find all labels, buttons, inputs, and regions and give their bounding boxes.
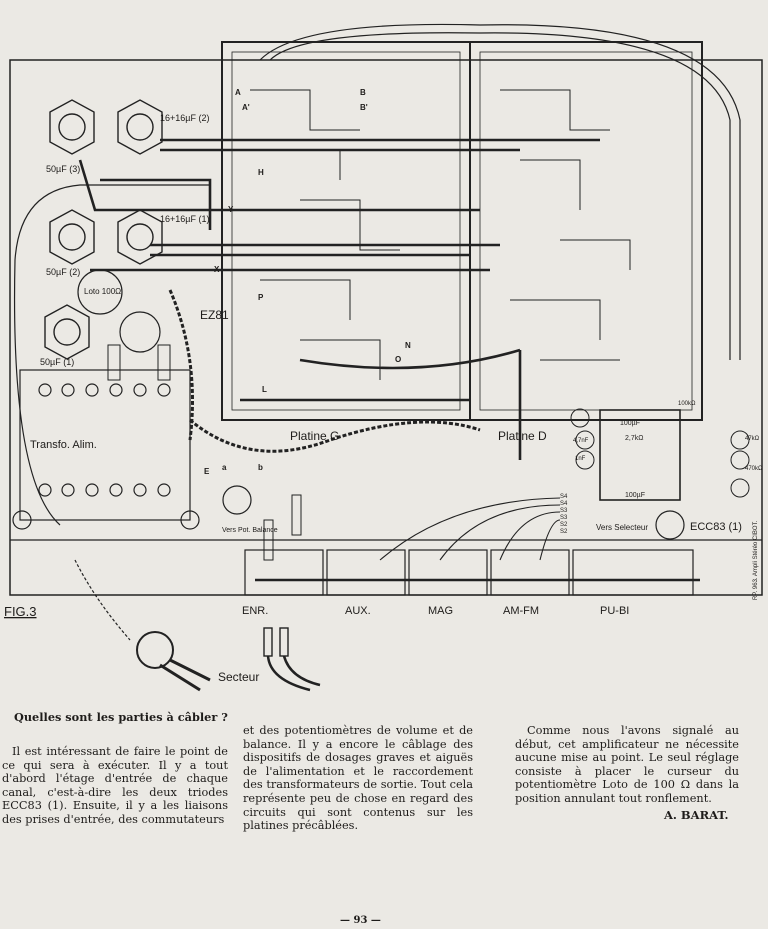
capacitor-16-16uf-2 bbox=[117, 99, 163, 155]
input-label-aux: AUX. bbox=[345, 605, 371, 617]
point-label: a bbox=[222, 463, 227, 472]
point-label: B bbox=[360, 88, 366, 97]
cap-label: 16+16µF (1) bbox=[160, 214, 209, 224]
loto-potentiometer bbox=[77, 269, 123, 315]
point-label: X bbox=[214, 265, 220, 274]
output-plugs-icon bbox=[263, 627, 321, 692]
figure-label: FIG.3 bbox=[4, 604, 37, 619]
secteur-label: Secteur bbox=[218, 670, 259, 684]
cap-label: 50µF (1) bbox=[40, 357, 74, 367]
power-transformer bbox=[19, 369, 191, 521]
author-signature: A. BARAT. bbox=[664, 808, 729, 822]
switch-label: S4 bbox=[560, 494, 568, 500]
page-number: — 93 — bbox=[340, 915, 381, 926]
wiring-diagram: 16+16µF (2) 16+16µF (1) 50µF (3) 50µF (2… bbox=[4, 23, 763, 692]
capacitor-50uf-1 bbox=[44, 304, 90, 360]
transfo-label: Transfo. Alim. bbox=[30, 439, 97, 451]
capacitor-16-16uf-1 bbox=[117, 209, 163, 265]
ecc83-label: ECC83 (1) bbox=[690, 521, 742, 533]
component-label: 1nF bbox=[575, 456, 586, 462]
input-label-am-fm: AM-FM bbox=[503, 605, 539, 617]
capacitor-50uf-2 bbox=[49, 209, 95, 265]
capacitor-50uf-3 bbox=[49, 99, 95, 155]
component-label: 100µF bbox=[620, 420, 640, 427]
component-label: 100kΩ bbox=[678, 401, 696, 407]
point-label: H bbox=[258, 168, 264, 177]
point-label: O bbox=[395, 355, 401, 364]
section-heading: Quelles sont les parties à câbler ? bbox=[14, 710, 228, 724]
point-label: b bbox=[258, 463, 263, 472]
switch-label: S3 bbox=[560, 515, 568, 521]
vers-pot-label: Vers Pot. Balance bbox=[222, 527, 278, 534]
component-label: 47kΩ bbox=[745, 436, 760, 442]
paragraph: et des potentiomètres de volume et de ba… bbox=[243, 724, 473, 833]
switch-label: S3 bbox=[560, 508, 568, 514]
point-label: P bbox=[258, 293, 264, 302]
component-label: 470kΩ bbox=[745, 466, 763, 472]
point-label: E bbox=[204, 467, 210, 476]
component-label: 2,7kΩ bbox=[625, 435, 643, 442]
point-label: A' bbox=[242, 103, 250, 112]
component-label: 100µF bbox=[625, 492, 645, 499]
cap-label: 50µF (3) bbox=[46, 164, 80, 174]
vers-selecteur-label: Vers Selecteur bbox=[596, 523, 648, 532]
component-label: 4,7nF bbox=[573, 438, 589, 444]
ez81-label: EZ81 bbox=[200, 308, 229, 322]
switch-label: S2 bbox=[560, 522, 568, 528]
loto-label: Loto 100Ω bbox=[84, 287, 121, 296]
platine-d-label: Platine D bbox=[498, 429, 547, 443]
cap-label: 16+16µF (2) bbox=[160, 113, 209, 123]
paragraph: Comme nous l'avons signalé au début, cet… bbox=[515, 724, 739, 805]
credit-label: RP. 963. Ampli Stéréo CIBOT. bbox=[753, 520, 759, 600]
cap-label: 50µF (2) bbox=[46, 267, 80, 277]
article-column-1: Il est intéressant de faire le point de … bbox=[2, 745, 228, 827]
switch-label: S4 bbox=[560, 501, 568, 507]
input-connector-strip bbox=[244, 549, 700, 596]
mains-plug-icon bbox=[136, 631, 174, 669]
platine-d-board bbox=[469, 41, 703, 421]
platine-g-board bbox=[221, 41, 471, 421]
point-label: A bbox=[235, 88, 241, 97]
point-label: L bbox=[262, 385, 267, 394]
input-label-pu-bi: PU-BI bbox=[600, 605, 629, 617]
platine-g-label: Platine G bbox=[290, 429, 339, 443]
switch-label: S2 bbox=[560, 529, 568, 535]
input-label-mag: MAG bbox=[428, 605, 453, 617]
point-label: N bbox=[405, 341, 411, 350]
point-label: B' bbox=[360, 103, 368, 112]
ez81-socket bbox=[119, 311, 161, 353]
article-column-2: et des potentiomètres de volume et de ba… bbox=[243, 724, 473, 833]
input-label-enr: ENR. bbox=[242, 605, 268, 617]
article-column-3: Comme nous l'avons signalé au début, cet… bbox=[515, 724, 739, 806]
paragraph: Il est intéressant de faire le point de … bbox=[2, 745, 228, 826]
point-label: Y bbox=[228, 205, 234, 214]
